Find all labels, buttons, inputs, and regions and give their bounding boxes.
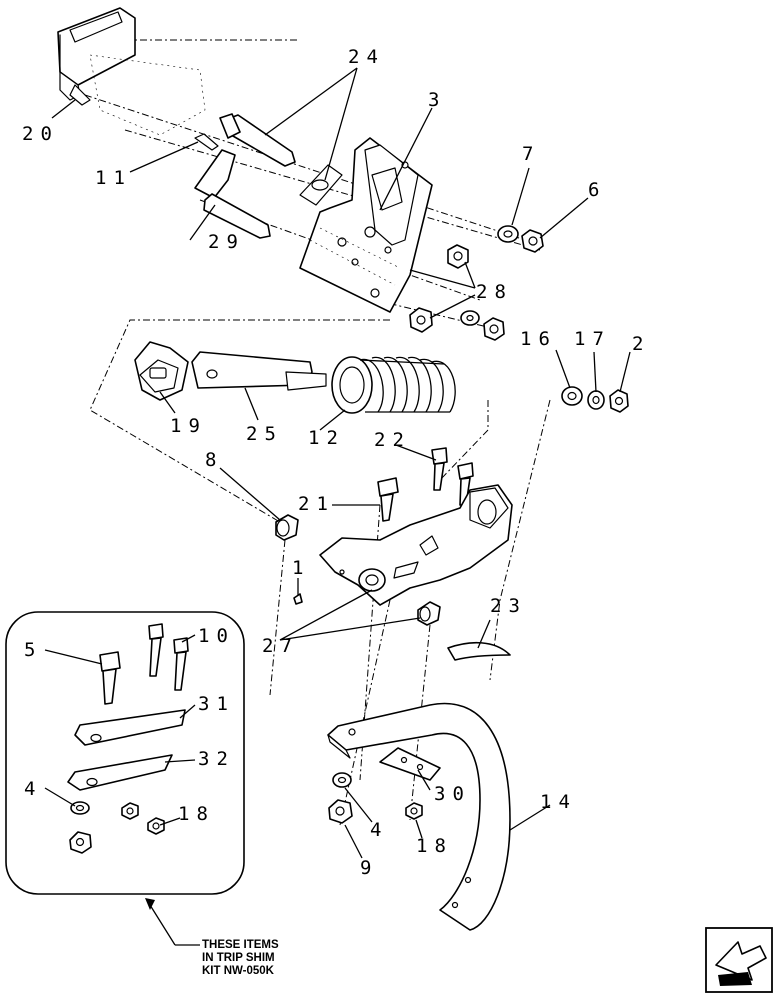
label-16: 16 <box>520 328 557 350</box>
washer-nut-set <box>561 386 629 413</box>
shank-holder-part <box>319 484 513 606</box>
label-8: 8 <box>205 449 223 471</box>
label-22: 22 <box>374 429 411 451</box>
label-27: 27 <box>262 635 299 657</box>
part-labels: 20 11 24 3 7 6 29 28 16 17 2 19 25 12 22… <box>22 46 650 879</box>
label-7: 7 <box>522 143 540 165</box>
label-3: 3 <box>428 89 446 111</box>
label-23: 23 <box>490 595 527 617</box>
label-6: 6 <box>588 179 606 201</box>
label-5: 5 <box>24 639 42 661</box>
kit-note-line3: KIT NW-050K <box>202 965 275 977</box>
small-bolt-part <box>194 133 219 151</box>
label-25: 25 <box>246 423 283 445</box>
label-11: 11 <box>95 167 132 189</box>
pivot-pin-part <box>219 113 343 206</box>
label-29: 29 <box>208 231 245 253</box>
leader-lines <box>44 67 631 859</box>
mounting-bracket-part <box>299 137 433 313</box>
coil-spring-part <box>331 356 456 414</box>
shim-23-part <box>447 641 511 661</box>
spring-cap-part <box>134 341 189 401</box>
bushing-27-part <box>417 601 441 626</box>
kit-note-line2: IN TRIP SHIM <box>202 952 275 964</box>
spring-cover-part <box>57 7 206 136</box>
label-12: 12 <box>308 427 345 449</box>
label-4-kit: 4 <box>24 778 42 800</box>
label-21: 21 <box>298 493 335 515</box>
trip-shim-kit-panel <box>5 611 245 895</box>
label-2: 2 <box>632 333 650 355</box>
label-19: 19 <box>170 415 207 437</box>
label-31: 31 <box>198 693 235 715</box>
clamp-plate-30-part <box>379 747 441 781</box>
label-14: 14 <box>540 791 577 813</box>
label-20: 20 <box>22 123 59 145</box>
c-shank-part <box>327 702 511 931</box>
label-32: 32 <box>198 748 235 770</box>
spring-rod-part <box>191 351 327 391</box>
label-10: 10 <box>198 625 235 647</box>
label-17: 17 <box>574 328 611 350</box>
nuts-28 <box>409 244 505 341</box>
label-18-kit: 18 <box>178 803 215 825</box>
label-24: 24 <box>348 46 385 68</box>
label-18-right: 18 <box>416 835 453 857</box>
bolts-21-22 <box>377 447 474 522</box>
label-4-right: 4 <box>370 819 388 841</box>
label-1: 1 <box>292 557 310 579</box>
washer-nut-right <box>497 225 544 253</box>
label-30: 30 <box>434 783 471 805</box>
arrow-icon[interactable] <box>705 927 773 993</box>
bracket-pin-part <box>194 149 271 239</box>
label-28: 28 <box>476 281 513 303</box>
label-9: 9 <box>360 857 378 879</box>
lower-nuts-parts <box>328 772 423 824</box>
bushing-8-part <box>275 514 299 541</box>
kit-note-line1: THESE ITEMS <box>202 939 279 951</box>
grease-fitting-part <box>293 593 303 605</box>
kit-note-callout: THESE ITEMS IN TRIP SHIM KIT NW-050K <box>145 898 279 977</box>
